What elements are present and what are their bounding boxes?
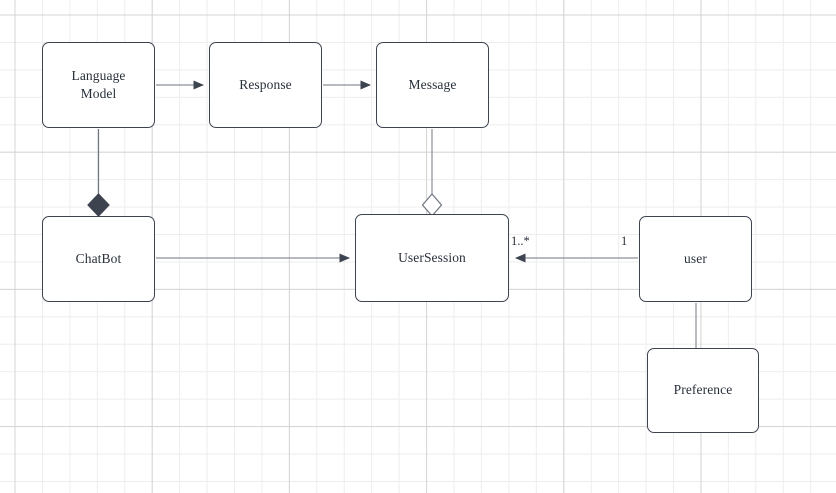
node-language-model-label: Language Model [71, 67, 126, 101]
node-user-label: user [684, 250, 707, 266]
multiplicity-label-many: 1..* [511, 234, 530, 248]
edge-message-to-usersession[interactable] [421, 129, 443, 217]
multiplicity-label-one: 1 [621, 234, 628, 248]
node-chatbot[interactable]: ChatBot [42, 216, 155, 302]
node-response[interactable]: Response [209, 42, 322, 128]
node-user[interactable]: user [639, 216, 752, 302]
filled-diamond-marker [87, 193, 110, 217]
node-message[interactable]: Message [376, 42, 489, 128]
edge-language-model-to-chatbot[interactable] [87, 129, 110, 217]
node-chatbot-label: ChatBot [75, 250, 122, 266]
node-preference[interactable]: Preference [647, 348, 759, 433]
hollow-diamond-marker [421, 193, 443, 217]
node-message-label: Message [408, 76, 457, 92]
node-preference-label: Preference [673, 382, 733, 398]
node-language-model[interactable]: Language Model [42, 42, 155, 128]
node-response-label: Response [239, 76, 292, 92]
node-usersession[interactable]: UserSession [355, 214, 509, 302]
node-usersession-label: UserSession [398, 249, 466, 265]
